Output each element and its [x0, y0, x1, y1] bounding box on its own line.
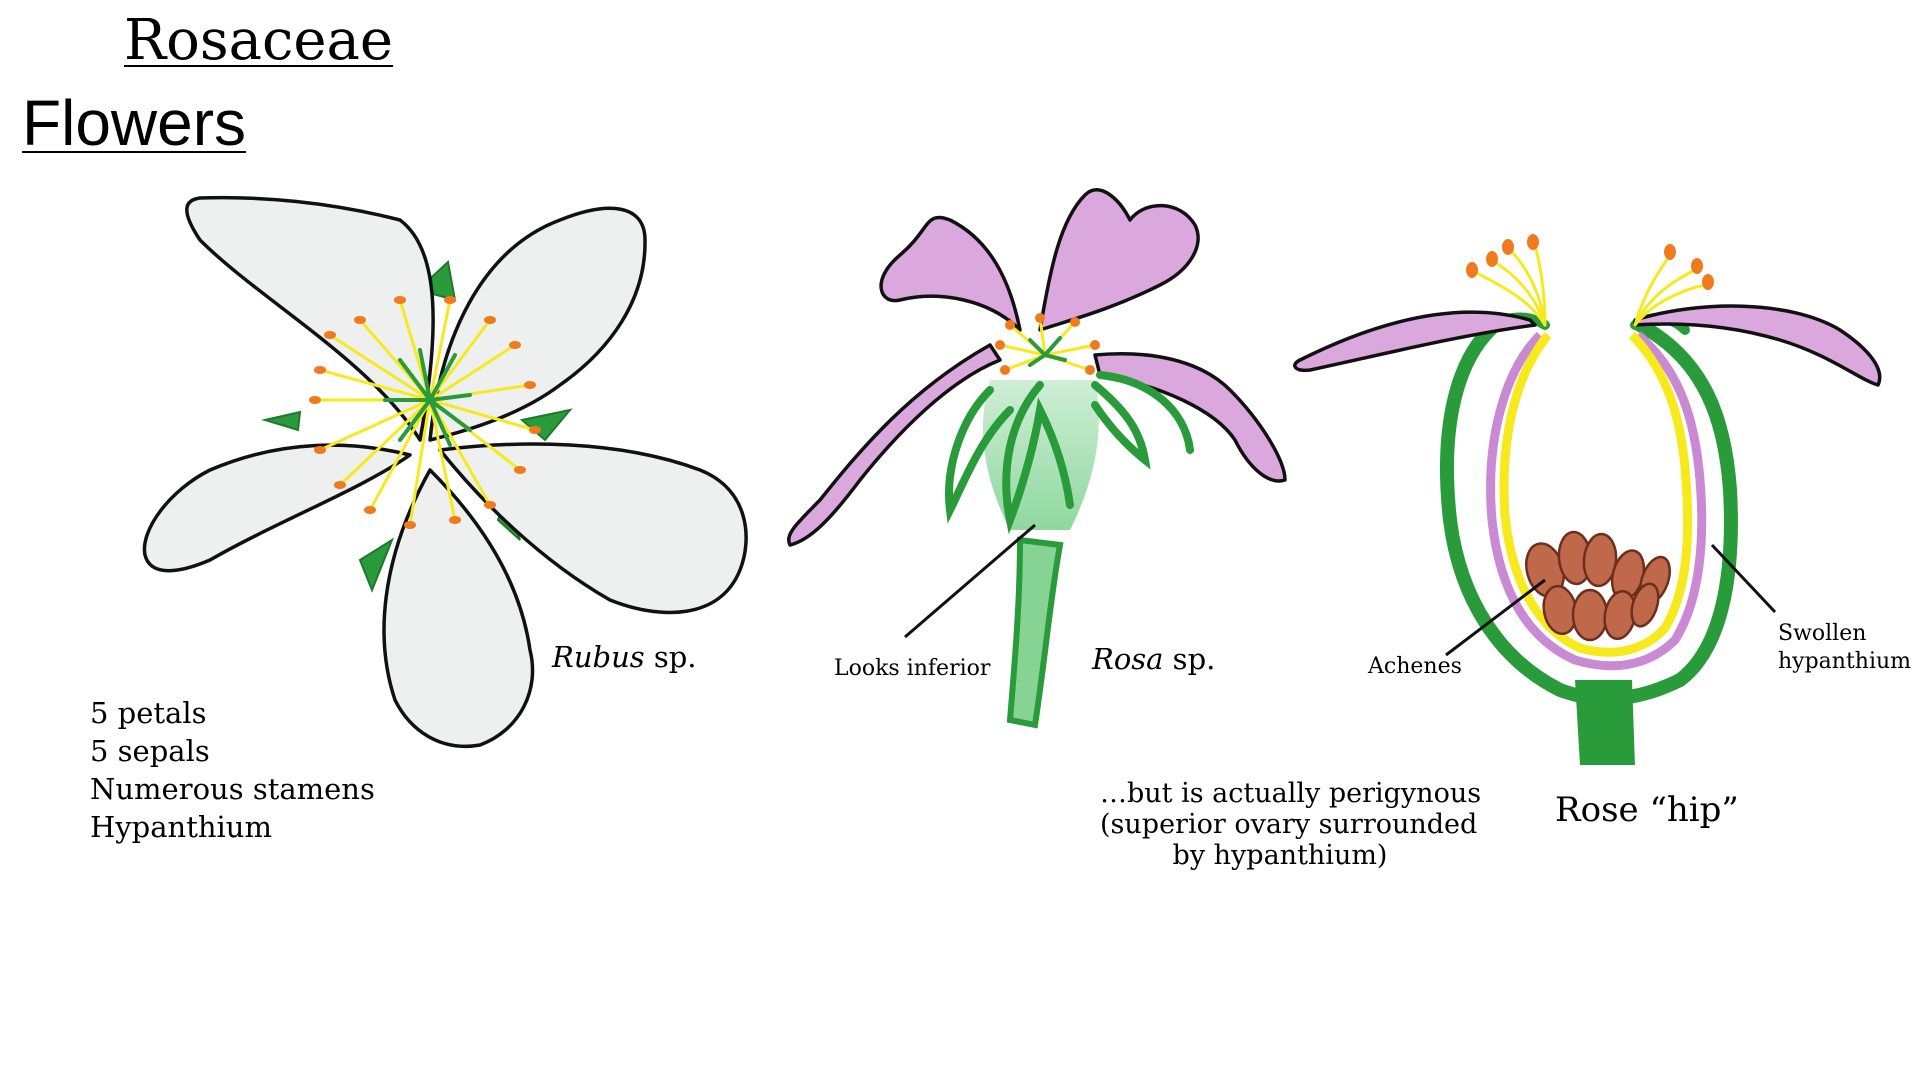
rubus-suffix: sp.: [644, 640, 697, 674]
hip-anthers: [1466, 234, 1714, 290]
looks-inferior-label: Looks inferior: [834, 656, 991, 681]
rose-hip-drawing: [1293, 234, 1882, 765]
rosa-caption: Rosa sp.: [1092, 642, 1215, 676]
rosa-hypanthium: [982, 380, 1099, 530]
swollen-hypanthium-label: Swollen hypanthium: [1778, 620, 1911, 676]
achenes-leader: [1445, 578, 1546, 657]
rosa-anthers: [995, 313, 1100, 375]
rosa-sepals: [945, 371, 1194, 535]
rubus-caption: Rubus sp.: [552, 640, 697, 674]
perigynous-note: …but is actually perigynous (superior ov…: [1100, 778, 1482, 871]
rubus-pistils: [383, 348, 472, 447]
rubus-traits-list: 5 petals 5 sepals Numerous stamens Hypan…: [90, 694, 375, 846]
rubus-anthers: [309, 296, 541, 529]
section-title: Flowers: [22, 87, 247, 159]
hip-achenes: [1525, 530, 1671, 642]
rose-hip-caption: Rose “hip”: [1555, 790, 1739, 830]
trait-item: Hypanthium: [90, 810, 272, 844]
rosa-suffix: sp.: [1163, 642, 1216, 676]
rosa-stem: [1006, 536, 1064, 729]
rubus-petals: [142, 195, 748, 748]
rosa-flower-drawing: [787, 188, 1287, 729]
note-line: by hypanthium): [1172, 840, 1388, 871]
rosa-genus: Rosa: [1092, 642, 1164, 676]
hip-petals: [1293, 304, 1882, 387]
trait-item: 5 sepals: [90, 734, 210, 768]
note-line: …but is actually perigynous: [1100, 778, 1482, 809]
trait-item: Numerous stamens: [90, 772, 375, 806]
rosa-pistils: [1028, 336, 1067, 367]
note-line: (superior ovary surrounded: [1100, 809, 1478, 840]
hypanthium-leader: [1710, 543, 1777, 614]
rubus-flower-drawing: [142, 195, 748, 748]
family-title: Rosaceae: [124, 8, 394, 73]
hypanthium-label-line: hypanthium: [1778, 649, 1912, 674]
looks-inferior-leader: [904, 523, 1036, 639]
hip-outer-wall: [1440, 318, 1738, 706]
hip-stamens: [1473, 243, 1707, 327]
rubus-genus: Rubus: [552, 640, 645, 674]
trait-item: 5 petals: [90, 696, 207, 730]
rosa-petals: [787, 188, 1287, 547]
hip-yellow-lining: [1499, 331, 1693, 657]
achenes-label: Achenes: [1368, 654, 1462, 679]
hip-pink-layer: [1486, 331, 1707, 671]
hypanthium-label-line: Swollen: [1778, 621, 1867, 646]
